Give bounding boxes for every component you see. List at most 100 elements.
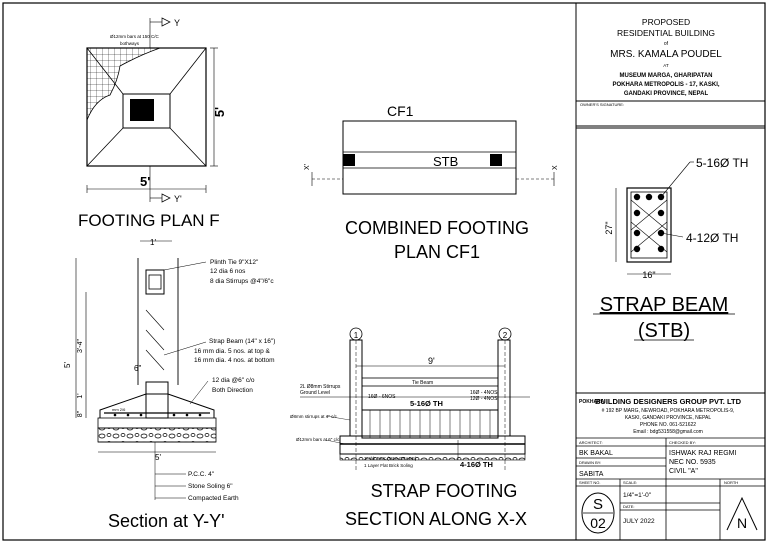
plinth-note3: 8 dia Stirrups @4"/6"c: [210, 278, 274, 285]
drawn-by-name: SABITA: [579, 471, 604, 478]
bars-16-label: 16Ø - 6NOS: [368, 394, 396, 400]
combined-x2: X': [304, 164, 311, 170]
north-letter: N: [737, 515, 747, 531]
strap-beam-subtitle: (STB): [638, 320, 690, 342]
footing-bottom-dim: 5': [140, 174, 150, 189]
sheet-number-badge: [581, 492, 615, 534]
project-line1: PROPOSED: [642, 17, 690, 27]
info-table: [576, 437, 765, 540]
owner-signature-label: OWNER'S SIGNATURE:: [580, 102, 624, 107]
stirrups-note: Ø8mm stirrups at 4" c/c: [290, 414, 338, 419]
footing-axis-y: Y: [174, 18, 180, 28]
earth-label: Compacted Earth: [188, 495, 239, 502]
checked-by-label: CHECKED BY:: [669, 440, 696, 445]
north-label: NORTH: [724, 480, 738, 485]
drawn-by-label: DRAWN BY:: [579, 460, 601, 465]
company-city: POKHARA: [579, 399, 605, 405]
sheet-no-label: SHEET NO.: [579, 480, 601, 485]
architect-label: ARCHITECT:: [579, 440, 603, 445]
combined-title1: COMBINED FOOTING: [345, 218, 529, 238]
company-name: BUILDING DESIGNERS GROUP PVT. LTD: [595, 397, 742, 406]
plinth-note1: Plinth Tie 9"X12": [210, 259, 259, 266]
combined-label: CF1: [387, 103, 414, 119]
right-bars-1: 16Ø - 4NOS: [470, 390, 498, 396]
soling-label: Stone Soling 6": [188, 483, 233, 490]
title-block: PROPOSED RESIDENTIAL BUILDING of MRS. KA…: [576, 17, 765, 129]
section-total-dim: 5': [63, 362, 72, 368]
strap-beam-title: STRAP BEAM: [600, 294, 729, 316]
combined-beam-label: STB: [433, 154, 458, 169]
nec-number: NEC NO. 5935: [669, 459, 716, 466]
span-dim: 9': [428, 356, 435, 366]
combined-x: X: [552, 165, 559, 170]
brick-label: 1 Layer Flat Brick Soling: [364, 463, 413, 468]
beam-width-dim: 16": [642, 270, 655, 280]
footing-side-dim: 5': [212, 107, 227, 117]
top-bars-label: 5-16Ø TH: [410, 399, 443, 408]
project-line2: RESIDENTIAL BUILDING: [617, 28, 715, 38]
footing-plan-title: FOOTING PLAN F: [78, 211, 220, 230]
company-phone: PHONE NO. 061-521622: [640, 422, 696, 428]
beam-top-bars: [633, 193, 665, 217]
strap-beam-section: 5-16Ø TH 4-12Ø TH 27" 16" STRAP BEAM (ST…: [593, 156, 748, 342]
bottom-bars-label: 4-16Ø TH: [460, 460, 493, 469]
date-value: JULY 2022: [623, 518, 655, 525]
footing-bars-note2: bothways: [120, 41, 140, 46]
strap-note1: Strap Beam (14" x 16"): [209, 338, 275, 345]
strap-footing-title2: SECTION ALONG X-X: [345, 509, 527, 529]
beam-top-bars-label: 5-16Ø TH: [696, 156, 748, 170]
civil-class: CIVIL "A": [669, 468, 698, 475]
section-dim-b: 1': [77, 393, 84, 398]
section-dim-6: 6": [134, 364, 141, 373]
section-dim-a: 3'-4": [77, 339, 84, 353]
checked-name: ISHWAK RAJ REGMI: [669, 450, 736, 457]
beam-bottom-bars-label: 4-12Ø TH: [686, 231, 738, 245]
sheet-number: 02: [590, 515, 606, 531]
pcc-label: P.C.C. 4": [188, 471, 215, 478]
mesh-note1: 12 dia @6" c/o: [212, 377, 255, 384]
address-line3: GANDAKI PROVINCE, NEPAL: [624, 91, 709, 97]
section-mm: mm 2/6: [112, 407, 126, 412]
beam-bottom-bars: [633, 229, 665, 253]
scale-value: 1/4"=1'-0": [623, 492, 652, 499]
combined-footing: CF1 STB X' X COMBINED FOOTING PLAN CF1: [304, 103, 559, 262]
footing-axis-y2: Y': [174, 194, 182, 204]
company-email: Email : bdg531558@gmail.com: [633, 429, 703, 435]
grid-1: 1: [354, 331, 359, 340]
plinth-note2: 12 dia 6 nos: [210, 268, 246, 275]
mesh-note2: Both Direction: [212, 387, 253, 394]
owner-name: MRS. KAMALA POUDEL: [610, 49, 722, 60]
bars-6-label: Ø12mm bars at 6" c/c: [296, 437, 340, 442]
architect-name: BK BAKAL: [579, 450, 613, 457]
section-dim-c: 8": [77, 410, 84, 417]
info-table-text: ARCHITECT: CHECKED BY: BK BAKAL ISHWAK R…: [579, 440, 758, 534]
stirrups-label: 2L Ø8mm Stirrups: [300, 384, 341, 390]
grid-2: 2: [503, 331, 508, 340]
section-yy: 1' 5' 3'-4" 1' 8" 6" mm 2/6 Plinth Tie 9…: [63, 238, 275, 531]
section-yy-title: Section at Y-Y': [108, 511, 225, 531]
scale-label: SCALE:: [623, 480, 637, 485]
company-address1: # 192 BP MARG, NEWROAD, POKHARA METROPOL…: [602, 408, 735, 414]
section-base-dim: 5': [155, 453, 161, 462]
section-top-dim: 1': [150, 238, 156, 247]
project-of: of: [664, 41, 669, 47]
sheet-letter: S: [593, 496, 603, 513]
strap-note3: 16 mm dia. 4 nos. at bottom: [194, 357, 275, 364]
project-at: AT: [663, 63, 669, 68]
footing-plan: Y Ø12mm bars at 150 C/C bothways Y' 5' 5…: [78, 17, 227, 230]
ground-label: Ground Level: [300, 390, 330, 396]
date-label: DATE:: [623, 504, 634, 509]
beam-depth-dim: 27": [604, 221, 614, 234]
strap-footing-section: 1 2 9' Tie Beam 2L Ø8mm Stirrups Ground …: [290, 327, 530, 529]
address-line2: POKHARA METROPOLIS - 17, KASKI,: [612, 82, 719, 88]
footing-bars-note1: Ø12mm bars at 150 C/C: [110, 34, 160, 39]
combined-title2: PLAN CF1: [394, 242, 480, 262]
strap-footing-title1: STRAP FOOTING: [371, 481, 518, 501]
strap-note2: 16 mm dia. 5 nos. at top &: [194, 348, 271, 355]
tie-beam-label: Tie Beam: [412, 380, 433, 386]
north-arrow-icon: [726, 496, 758, 531]
right-bars-2: 12Ø - 4NOS: [470, 396, 498, 402]
address-line1: MUSEUM MARGA, GHARIPATAN: [620, 73, 713, 79]
company-address2: KASKI, GANDAKI PROVINCE, NEPAL: [625, 415, 712, 421]
